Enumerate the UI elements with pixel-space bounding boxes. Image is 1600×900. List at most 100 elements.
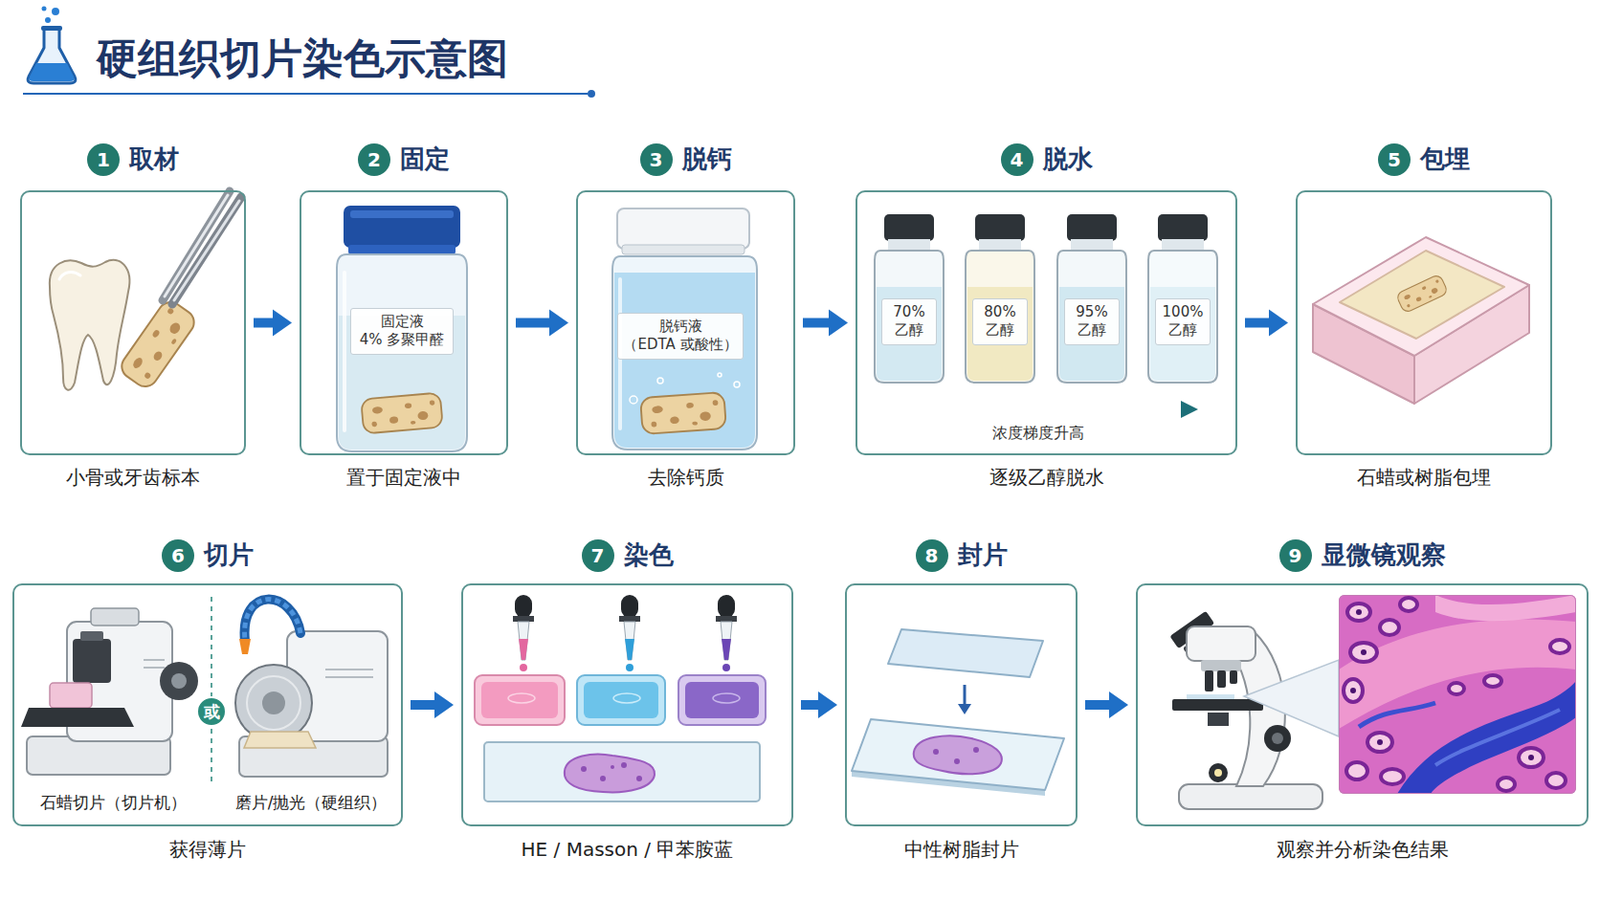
arrow-head (828, 310, 848, 337)
micrograph-part (1380, 769, 1404, 785)
micrograph-part (1484, 675, 1502, 688)
microtome-part (171, 673, 187, 689)
ethanol-bottle-part (965, 250, 1035, 383)
step-number: 7 (581, 539, 615, 573)
stain-dish-part (508, 693, 535, 704)
decalcifier-jar-part (617, 208, 750, 249)
stain-dish-part (712, 693, 740, 704)
ethanol-bottle-part (1157, 214, 1208, 242)
tweezers-part (162, 191, 230, 301)
bottle-label: 固定液4% 多聚甲醛 (350, 308, 454, 356)
ethanol-bottle-part (1057, 250, 1127, 383)
step-heading: 脱水 (1043, 144, 1093, 175)
step-caption: 获得薄片 (169, 838, 246, 862)
bottle-label-text: 4% 多聚甲醛 (355, 331, 449, 351)
coverslip-part (957, 704, 972, 715)
coverslip (888, 629, 1044, 715)
diagram-title: 硬组织切片染色示意图 (96, 34, 509, 85)
step-number: 8 (915, 539, 949, 573)
step-number-text: 5 (1387, 150, 1401, 170)
arrow-shaft (800, 700, 821, 711)
micrograph-part (1518, 748, 1544, 768)
dropper-part (625, 664, 634, 672)
grinder-part (244, 732, 316, 749)
gradient-arrow-part (895, 407, 1183, 413)
ethanol-bottle-part (888, 239, 931, 251)
step-heading: 切片 (203, 540, 254, 571)
flow-arrow (410, 691, 454, 719)
grinder-part (262, 691, 286, 715)
glass-slide (484, 742, 760, 802)
step-panel: 取材小骨或牙齿标本 (20, 190, 246, 456)
arrow-head (1268, 310, 1289, 337)
ethanol-bottle (1057, 214, 1127, 383)
grinder-part (244, 600, 301, 642)
glass-slide-part (913, 735, 1002, 775)
microtome-part (80, 631, 104, 642)
decalcifier-jar-part (640, 392, 727, 435)
fixative-jar-part (360, 392, 444, 434)
decalcifier-jar-part (612, 256, 757, 450)
decalcifier-jar-part (733, 381, 740, 388)
ethanol-bottle-part (1059, 287, 1125, 381)
grinder-part (325, 668, 374, 671)
ethanol-bottle-part (967, 287, 1033, 381)
machine-label: 石蜡切片（切片机） (40, 793, 187, 813)
step-number: 5 (1377, 143, 1411, 177)
step-panel: 包埋石蜡或树脂包埋 (1295, 190, 1553, 456)
flask-icon-part (29, 63, 75, 82)
step-heading: 显微镜观察 (1321, 540, 1446, 571)
micrograph-part (1358, 703, 1436, 728)
title-underline-part (22, 92, 588, 95)
ethanol-bottle (965, 214, 1035, 383)
magnify-callout-part (1244, 660, 1339, 737)
bottle-label-text: 固定液 (355, 312, 449, 333)
tweezers-part (174, 200, 240, 301)
divider-line-part (210, 597, 213, 697)
dropper-part (619, 616, 641, 623)
tweezers-part (172, 197, 242, 305)
tooth-part (59, 272, 81, 280)
decalcifier-jar-part (629, 396, 638, 404)
bottle-label: 70% 乙醇 (881, 298, 937, 346)
ethanol-bottle-part (978, 239, 1022, 251)
bottle-label: 80% 乙醇 (972, 298, 1028, 346)
step-panel: 封片中性树脂封片 (844, 583, 1078, 827)
step-number-text: 7 (591, 546, 605, 566)
dropper (715, 595, 737, 672)
or-badge: 或 (196, 696, 227, 728)
arrow-head (1109, 691, 1129, 719)
grinder-part (244, 600, 301, 642)
flask-icon-part (51, 7, 60, 16)
bottle-label-text: 80% 乙醇 (977, 303, 1023, 341)
flask-icon-part (44, 17, 51, 23)
tooth-part (49, 260, 130, 391)
micrograph-part (1528, 755, 1534, 761)
dropper-part (717, 595, 735, 619)
microscope-part (1207, 712, 1229, 727)
dropper-part (624, 639, 635, 661)
stain-dish-part (685, 682, 759, 719)
fixative-jar-part (343, 205, 461, 248)
bone-specimen (116, 297, 200, 392)
dropper-part (517, 622, 530, 661)
fixative-jar (336, 205, 467, 452)
step-number: 6 (161, 539, 195, 573)
stain-dish (577, 675, 666, 726)
step-caption: 逐级乙醇脱水 (989, 466, 1105, 489)
microtome-part (143, 666, 165, 669)
grinder-part (239, 639, 251, 655)
grinder (235, 600, 388, 778)
step-caption: 去除钙质 (647, 466, 725, 489)
step-caption: HE / Masson / 甲苯胺蓝 (521, 838, 734, 862)
step-number-text: 6 (171, 546, 185, 566)
micrograph-part (1346, 762, 1368, 780)
divider-line-part (210, 729, 213, 785)
microscope-part (1200, 660, 1242, 672)
step-heading: 取材 (129, 144, 179, 175)
microscope-part (1214, 769, 1223, 778)
arrow-shaft (802, 318, 831, 329)
step-panel: 显微镜观察观察并分析染色结果 (1135, 583, 1589, 827)
arrow-shaft (410, 700, 437, 711)
